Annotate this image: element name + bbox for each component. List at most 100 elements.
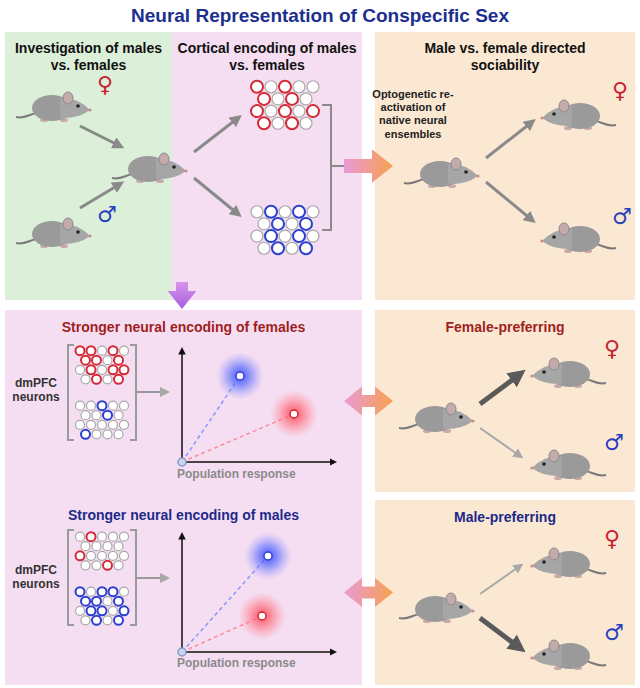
neuron bbox=[76, 587, 85, 596]
connector-arrow bbox=[344, 149, 393, 183]
neuron bbox=[109, 551, 118, 560]
panel-text-holder: Population response bbox=[177, 656, 347, 670]
origin bbox=[178, 648, 186, 656]
neuron bbox=[265, 230, 277, 242]
sex-symbol: ♂ bbox=[604, 622, 624, 644]
neuron bbox=[258, 218, 270, 230]
neuron bbox=[81, 356, 90, 365]
neuron bbox=[307, 230, 319, 242]
neuron bbox=[293, 230, 305, 242]
neuron bbox=[286, 242, 298, 254]
panel: Female-preferring bbox=[375, 310, 635, 492]
neuron bbox=[272, 117, 284, 129]
arrow bbox=[480, 374, 520, 404]
neuron bbox=[109, 587, 118, 596]
neuron bbox=[109, 606, 118, 615]
neuron bbox=[307, 206, 319, 218]
neuron bbox=[120, 587, 129, 596]
neuron bbox=[265, 105, 277, 117]
panel: Male vs. female directed sociability bbox=[375, 32, 635, 300]
blob bbox=[244, 532, 292, 580]
bracket bbox=[130, 530, 136, 625]
panel-heading-holder: Male-preferring bbox=[375, 509, 635, 526]
neuron bbox=[103, 375, 112, 384]
neuron bbox=[114, 411, 123, 420]
neuron bbox=[293, 206, 305, 218]
neuron bbox=[81, 616, 90, 625]
neuron bbox=[81, 411, 90, 420]
arrow bbox=[480, 566, 520, 594]
rat bbox=[540, 223, 616, 253]
panel-fill bbox=[5, 310, 362, 685]
panel-heading: Cortical encoding of males vs. females bbox=[172, 40, 362, 74]
neuron bbox=[251, 206, 263, 218]
panel: Stronger neural encoding of malesdmPFC n… bbox=[5, 495, 362, 685]
arrow bbox=[136, 577, 166, 579]
neuron bbox=[103, 616, 112, 625]
panel-text-holder: dmPFC neurons bbox=[7, 563, 65, 592]
neuron bbox=[286, 117, 298, 129]
neuron bbox=[109, 420, 118, 429]
neuron bbox=[120, 365, 129, 374]
panel-heading: Male-preferring bbox=[375, 509, 635, 526]
neuron bbox=[103, 561, 112, 570]
point bbox=[290, 410, 298, 418]
neuron bbox=[81, 430, 90, 439]
axis bbox=[181, 350, 183, 462]
neuron bbox=[120, 532, 129, 541]
connector-arrow bbox=[344, 387, 393, 416]
title-holder: Neural Representation of Conspecific Sex bbox=[0, 5, 640, 28]
neuron bbox=[279, 230, 291, 242]
neuron bbox=[258, 242, 270, 254]
neuron bbox=[103, 411, 112, 420]
rat bbox=[404, 158, 480, 188]
blob bbox=[270, 390, 318, 438]
neuron bbox=[92, 356, 101, 365]
rat bbox=[16, 218, 92, 248]
neuron bbox=[92, 411, 101, 420]
origin bbox=[178, 458, 186, 466]
sex-symbol: ♂ bbox=[97, 204, 117, 226]
panel-text: dmPFC neurons bbox=[7, 376, 65, 405]
neuron bbox=[279, 81, 291, 93]
rat bbox=[399, 403, 475, 433]
neuron bbox=[87, 606, 96, 615]
neuron bbox=[120, 346, 129, 355]
panel-text-holder: Population response bbox=[177, 467, 347, 481]
rat bbox=[112, 153, 188, 183]
panel-heading-holder: Male vs. female directed sociability bbox=[405, 40, 605, 74]
neuron bbox=[258, 93, 270, 105]
neuron bbox=[114, 561, 123, 570]
arrow bbox=[194, 178, 238, 214]
panel-heading: Stronger neural encoding of females bbox=[5, 319, 362, 336]
neuron bbox=[98, 346, 107, 355]
neuron bbox=[293, 81, 305, 93]
sex-symbol: ♀ bbox=[604, 528, 620, 550]
neuron bbox=[76, 606, 85, 615]
neuron bbox=[87, 401, 96, 410]
neuron bbox=[286, 218, 298, 230]
neuron bbox=[98, 551, 107, 560]
neuron bbox=[114, 616, 123, 625]
neuron bbox=[307, 105, 319, 117]
panel-heading-holder: Stronger neural encoding of females bbox=[5, 319, 362, 336]
neuron bbox=[114, 542, 123, 551]
rat bbox=[530, 640, 606, 670]
axis bbox=[182, 651, 334, 653]
neuron bbox=[120, 401, 129, 410]
neuron bbox=[76, 365, 85, 374]
neuron bbox=[92, 542, 101, 551]
neuron bbox=[92, 616, 101, 625]
neuron bbox=[81, 375, 90, 384]
neuron bbox=[307, 81, 319, 93]
neuron bbox=[98, 420, 107, 429]
sex-symbol: ♀ bbox=[97, 74, 113, 96]
neuron bbox=[109, 365, 118, 374]
neuron bbox=[76, 401, 85, 410]
connector-arrow bbox=[344, 578, 393, 607]
neuron bbox=[293, 105, 305, 117]
neuron bbox=[251, 105, 263, 117]
neuron bbox=[98, 365, 107, 374]
